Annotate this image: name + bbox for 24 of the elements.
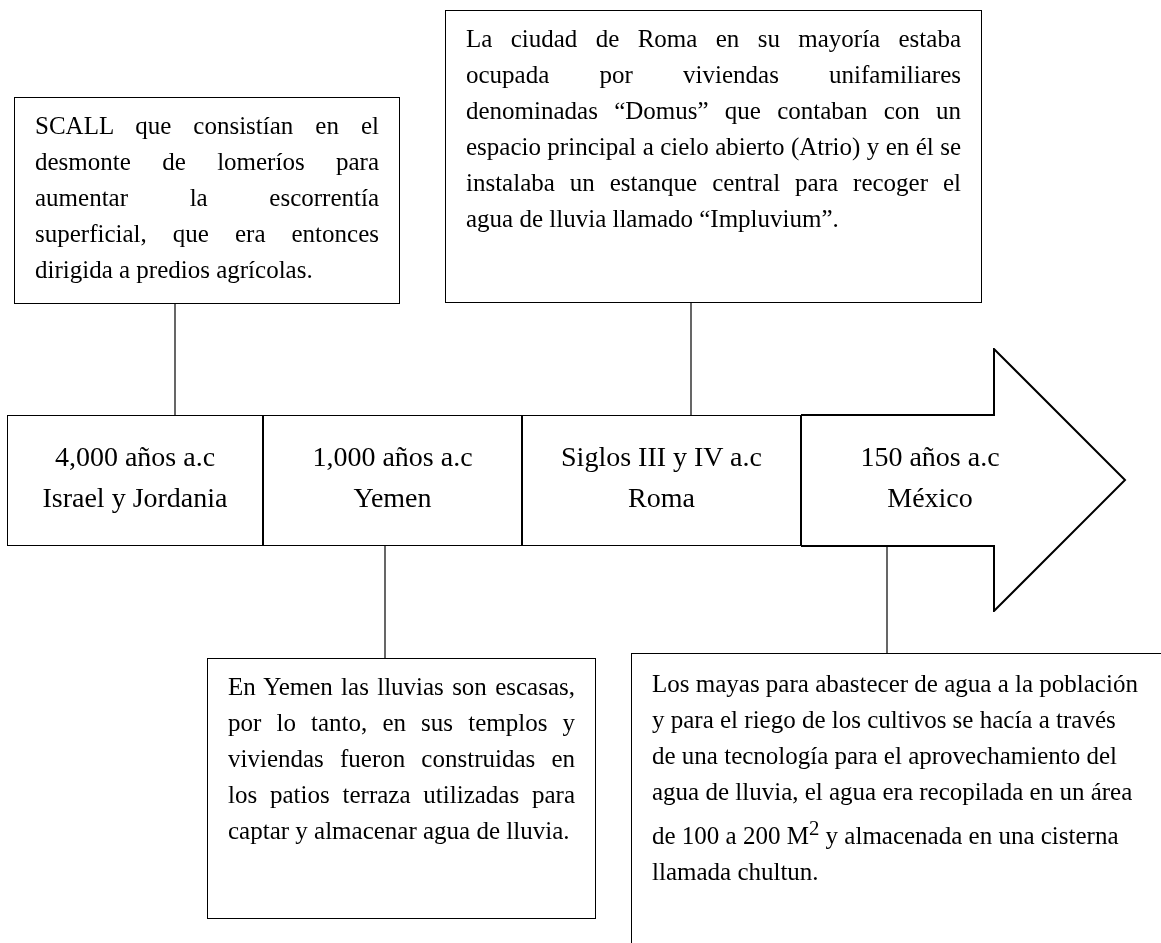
text-box [207,658,596,919]
date-label: 4,000 años a.c [54,440,216,474]
timeline-arrowhead [801,348,1127,612]
date-label: 150 años a.c [860,440,1000,474]
place-label: Roma [628,481,695,515]
timeline-segment [7,415,263,546]
description-text: La ciudad de Roma en su mayoría estaba ocupada por viviendas unifamiliares denominadas “Domus” que contaban con un espacio principal a cielo abierto (Atrio) y en él se instalaba un estanque central para recoger el agua de lluvia llamado “Impluvium”. [466,24,961,234]
description-text: SCALL que consistían en el desmonte de lomeríos para aumentar la escorrentía superficial, que era entonces dirigida a predios agrícolas. [35,111,379,285]
leader-line [690,302,692,416]
place-label: Israel y Jordania [42,481,228,515]
place-label: México [887,481,973,515]
leader-line [174,303,176,416]
description-text: Los mayas para abastecer de agua a la población y para el riego de los cultivos se hacía a través de una tecnología para el aprovechamiento del agua de lluvia, el agua era recopilada en un área de 100 a 200 M$^{2}$ y almacenada en una cisterna llamada chultun. [652,669,1139,888]
leader-line [384,545,386,659]
place-label: Yemen [353,481,432,515]
date-label: 1,000 años a.c [312,440,473,474]
text-box [445,10,982,303]
leader-line [886,545,888,654]
date-label: Siglos III y IV a.c [561,440,762,474]
text-box [631,653,1161,943]
timeline-segment [522,415,801,546]
text-box [14,97,400,304]
timeline-segment [263,415,522,546]
description-text: En Yemen las lluvias son escasas, por lo tanto, en sus templos y viviendas fueron construidas en los patios terraza utilizadas para captar y almacenar agua de lluvia. [228,672,575,846]
